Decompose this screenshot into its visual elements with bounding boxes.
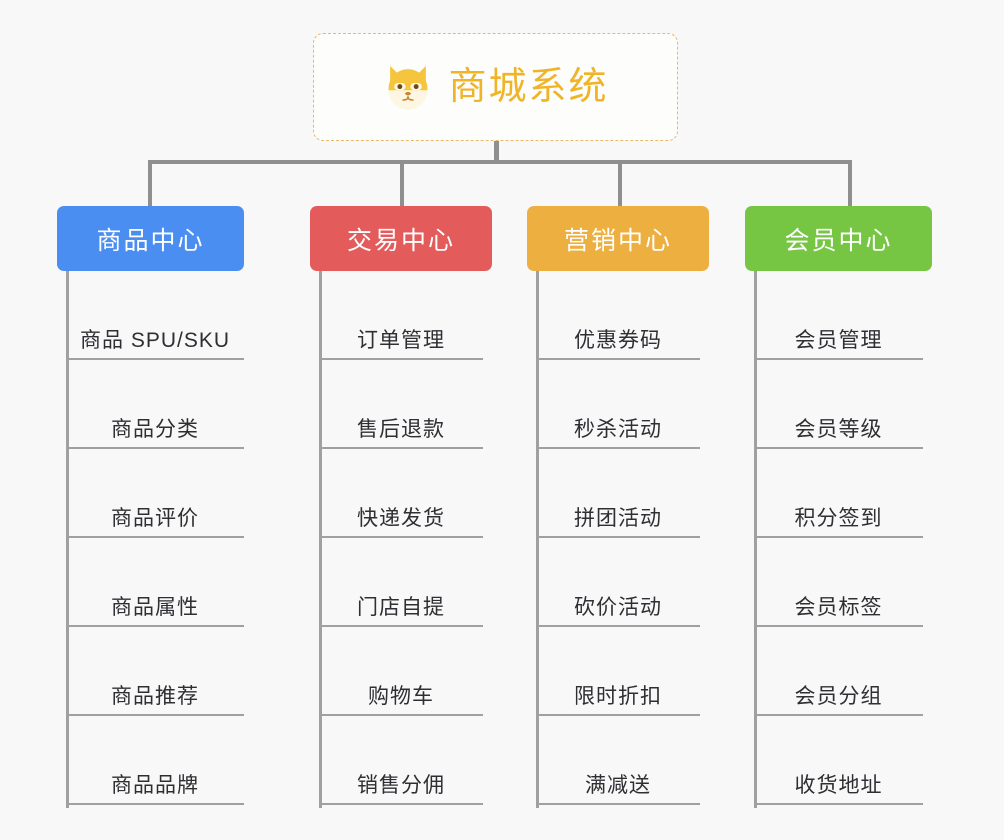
list-item[interactable]: 售后退款 [319,360,483,449]
trunk-line-marketing-center [536,271,539,808]
connector-drop-member-center [848,160,852,206]
list-item[interactable]: 订单管理 [319,271,483,360]
leaf-label: 商品分类 [111,417,199,441]
leaf-label: 门店自提 [357,595,445,619]
root-title: 商城系统 [448,66,609,108]
leaf-label: 秒杀活动 [574,417,662,441]
list-item[interactable]: 优惠券码 [536,271,700,360]
list-item[interactable]: 商品评价 [66,449,244,538]
leaf-list-product-center: 商品 SPU/SKU 商品分类 商品评价 商品属性 商品推荐 商品品牌 [66,271,244,805]
leaf-label: 会员分组 [794,684,883,708]
list-item[interactable]: 会员管理 [754,271,923,360]
root-node[interactable]: 商城系统 [313,33,678,141]
leaf-label: 商品推荐 [111,684,199,708]
connector-drop-marketing-center [618,160,622,206]
list-item[interactable]: 限时折扣 [536,627,700,716]
leaf-label: 会员管理 [794,328,883,352]
connector-drop-product-center [148,160,152,206]
list-item[interactable]: 快递发货 [319,449,483,538]
leaf-list-trade-center: 订单管理 售后退款 快递发货 门店自提 购物车 销售分佣 [319,271,483,805]
list-item[interactable]: 购物车 [319,627,483,716]
column-trade-center: 交易中心 订单管理 售后退款 快递发货 门店自提 购物车 销售分佣 [310,206,492,808]
trunk-line-member-center [754,271,757,808]
column-member-center: 会员中心 会员管理 会员等级 积分签到 会员标签 会员分组 收货地址 [745,206,932,808]
category-header-product-center[interactable]: 商品中心 [57,206,244,271]
list-item[interactable]: 商品推荐 [66,627,244,716]
leaf-label: 销售分佣 [357,773,445,797]
leaf-label: 拼团活动 [574,506,662,530]
leaf-label: 会员标签 [794,595,883,619]
leaf-label: 收货地址 [794,773,883,797]
leaf-label: 砍价活动 [574,595,662,619]
leaf-label: 商品属性 [111,595,199,619]
leaf-label: 会员等级 [794,417,883,441]
category-header-member-center[interactable]: 会员中心 [745,206,932,271]
list-item[interactable]: 收货地址 [754,716,923,805]
connector-drop-trade-center [400,160,404,206]
connector-root-stem [494,141,499,163]
leaf-label: 购物车 [368,684,434,708]
shiba-dog-icon [388,65,428,110]
trunk-line-trade-center [319,271,322,808]
leaf-label: 售后退款 [357,417,445,441]
leaf-label: 满减送 [585,773,651,797]
leaf-label: 快递发货 [357,506,445,530]
column-marketing-center: 营销中心 优惠券码 秒杀活动 拼团活动 砍价活动 限时折扣 满减送 [527,206,709,808]
category-header-marketing-center[interactable]: 营销中心 [527,206,709,271]
list-item[interactable]: 销售分佣 [319,716,483,805]
list-item[interactable]: 门店自提 [319,538,483,627]
leaf-label: 订单管理 [357,328,445,352]
list-item[interactable]: 商品 SPU/SKU [66,271,244,360]
list-item[interactable]: 会员标签 [754,538,923,627]
leaf-label: 商品品牌 [111,773,199,797]
trunk-line-product-center [66,271,69,808]
list-item[interactable]: 满减送 [536,716,700,805]
leaf-list-member-center: 会员管理 会员等级 积分签到 会员标签 会员分组 收货地址 [754,271,923,805]
leaf-label: 商品 SPU/SKU [79,328,231,352]
leaf-label: 优惠券码 [574,328,662,352]
list-item[interactable]: 商品属性 [66,538,244,627]
list-item[interactable]: 砍价活动 [536,538,700,627]
connector-horizontal-bus [150,160,852,164]
category-header-trade-center[interactable]: 交易中心 [310,206,492,271]
list-item[interactable]: 商品分类 [66,360,244,449]
list-item[interactable]: 会员分组 [754,627,923,716]
list-item[interactable]: 积分签到 [754,449,923,538]
list-item[interactable]: 商品品牌 [66,716,244,805]
list-item[interactable]: 会员等级 [754,360,923,449]
column-product-center: 商品中心 商品 SPU/SKU 商品分类 商品评价 商品属性 商品推荐 商品品牌 [57,206,244,808]
list-item[interactable]: 拼团活动 [536,449,700,538]
leaf-label: 限时折扣 [574,684,662,708]
list-item[interactable]: 秒杀活动 [536,360,700,449]
leaf-label: 商品评价 [111,506,199,530]
leaf-label: 积分签到 [794,506,883,530]
leaf-list-marketing-center: 优惠券码 秒杀活动 拼团活动 砍价活动 限时折扣 满减送 [536,271,700,805]
